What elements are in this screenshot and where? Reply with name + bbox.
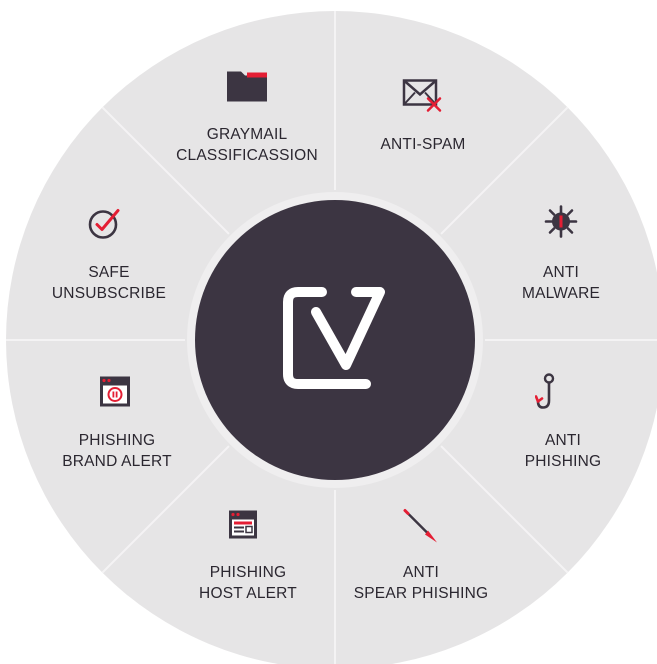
segment-label-phishing-host-alert: PHISHING HOST ALERT: [199, 562, 297, 604]
segment-label-line: ANTI: [544, 432, 582, 449]
virus-icon: [544, 205, 578, 244]
segment-divider: [440, 445, 569, 574]
segment-label-anti-spam: ANTI-SPAM: [380, 134, 465, 155]
segment-label-line: PHISHING: [524, 453, 602, 470]
segment-label-line: UNSUBSCRIBE: [51, 285, 167, 302]
segment-divider: [440, 106, 569, 235]
segment-label-anti-spear-phishing: ANTI SPEAR PHISHING: [354, 562, 489, 604]
segment-label-line: HOST ALERT: [199, 585, 297, 602]
segment-divider: [101, 445, 230, 574]
browser-window-icon: [228, 510, 258, 545]
segment-label-anti-malware: ANTI MALWARE: [522, 262, 600, 304]
segment-label-line: SAFE: [88, 264, 130, 281]
segment-label-line: GRAYMAIL: [206, 126, 288, 143]
segment-label-line: ANTI-SPAM: [380, 136, 466, 153]
segment-label-line: ANTI: [402, 564, 440, 581]
segment-label-line: ANTI: [542, 264, 580, 281]
browser-pause-icon: [99, 376, 131, 413]
spear-icon: [401, 507, 441, 552]
segment-label-safe-unsubscribe: SAFE UNSUBSCRIBE: [52, 262, 166, 304]
segment-label-line: PHISHING: [209, 564, 287, 581]
segment-label-line: SPEAR PHISHING: [353, 585, 489, 602]
segment-dividers: [6, 11, 657, 664]
segment-label-line: MALWARE: [521, 285, 601, 302]
fish-hook-icon: [534, 373, 559, 416]
segment-label-line: BRAND ALERT: [62, 453, 172, 470]
segment-label-graymail: GRAYMAIL CLASSIFICASSION: [176, 124, 318, 166]
folder-icon: [225, 69, 269, 108]
segment-label-anti-phishing: ANTI PHISHING: [525, 430, 602, 472]
segment-label-phishing-brand-alert: PHISHING BRAND ALERT: [62, 430, 172, 472]
segment-label-line: CLASSIFICASSION: [176, 147, 318, 164]
envelope-x-icon: [402, 79, 444, 118]
segment-divider: [101, 106, 230, 235]
checkmark-bracket-logo: [283, 287, 385, 389]
segment-label-line: PHISHING: [78, 432, 156, 449]
check-circle-icon: [87, 207, 121, 246]
